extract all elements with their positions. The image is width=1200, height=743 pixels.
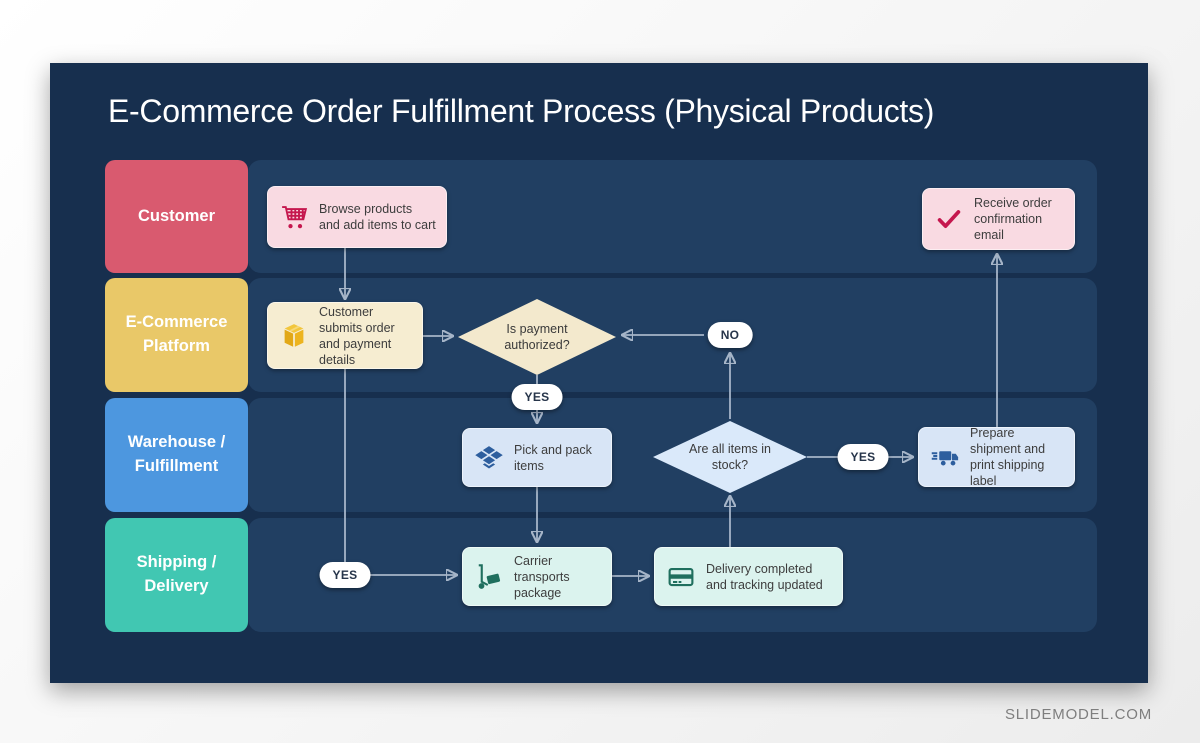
lane-label-customer[interactable]: Customer [105,160,248,273]
decision-node-label: Are all items in stock? [689,441,771,472]
connector-lines [50,248,1148,683]
process-node-submit-order[interactable]: Customer submits order and payment detai… [267,302,423,369]
connector-label-yes-stock[interactable]: YES [837,444,889,470]
process-node-delivery-completed[interactable]: Delivery completed and tracking updated [654,547,843,606]
process-node-receive-confirmation[interactable]: Receive order confirmation email [922,188,1075,250]
lane-label-ecommerce-platform[interactable]: E-Commerce Platform [105,278,248,392]
connector-label-no-stock[interactable]: NO [707,322,753,348]
shopping-cart-icon [278,201,310,233]
slide-title: E-Commerce Order Fulfillment Process (Ph… [108,93,935,129]
process-node-carrier-transport[interactable]: Carrier transports package [462,547,612,606]
process-node-browse-products[interactable]: Browse products and add items to cart [267,186,447,248]
checkmark-icon [933,203,965,235]
shipping-label-icon [665,561,697,593]
watermark: SLIDEMODEL.COM [1004,706,1152,723]
package-icon [278,320,310,352]
connector-label-yes-shipping[interactable]: YES [319,562,371,588]
process-node-pick-pack[interactable]: Pick and pack items [462,428,612,487]
process-node-prepare-shipment[interactable]: Prepare shipment and print shipping labe… [918,426,1075,488]
lane-label-shipping[interactable]: Shipping / Delivery [105,518,248,632]
process-node-label: Carrier transports package [514,553,570,600]
process-node-label: Prepare shipment and print shipping labe… [970,426,1046,488]
process-node-label: Customer submits order and payment detai… [319,304,395,367]
delivery-truck-icon [929,441,961,473]
lane-label-warehouse[interactable]: Warehouse / Fulfillment [105,398,248,512]
connector-label-yes-payment[interactable]: YES [511,384,563,410]
process-node-label: Pick and pack items [514,442,592,473]
hand-truck-icon [473,561,505,593]
decision-node-label: Is payment authorized? [504,321,570,352]
process-node-label: Delivery completed and tracking updated [706,561,823,592]
slide: E-Commerce Order Fulfillment Process (Ph… [50,63,1148,683]
process-node-label: Browse products and add items to cart [319,202,436,232]
open-box-icon [473,442,505,474]
process-node-label: Receive order confirmation email [974,196,1052,242]
